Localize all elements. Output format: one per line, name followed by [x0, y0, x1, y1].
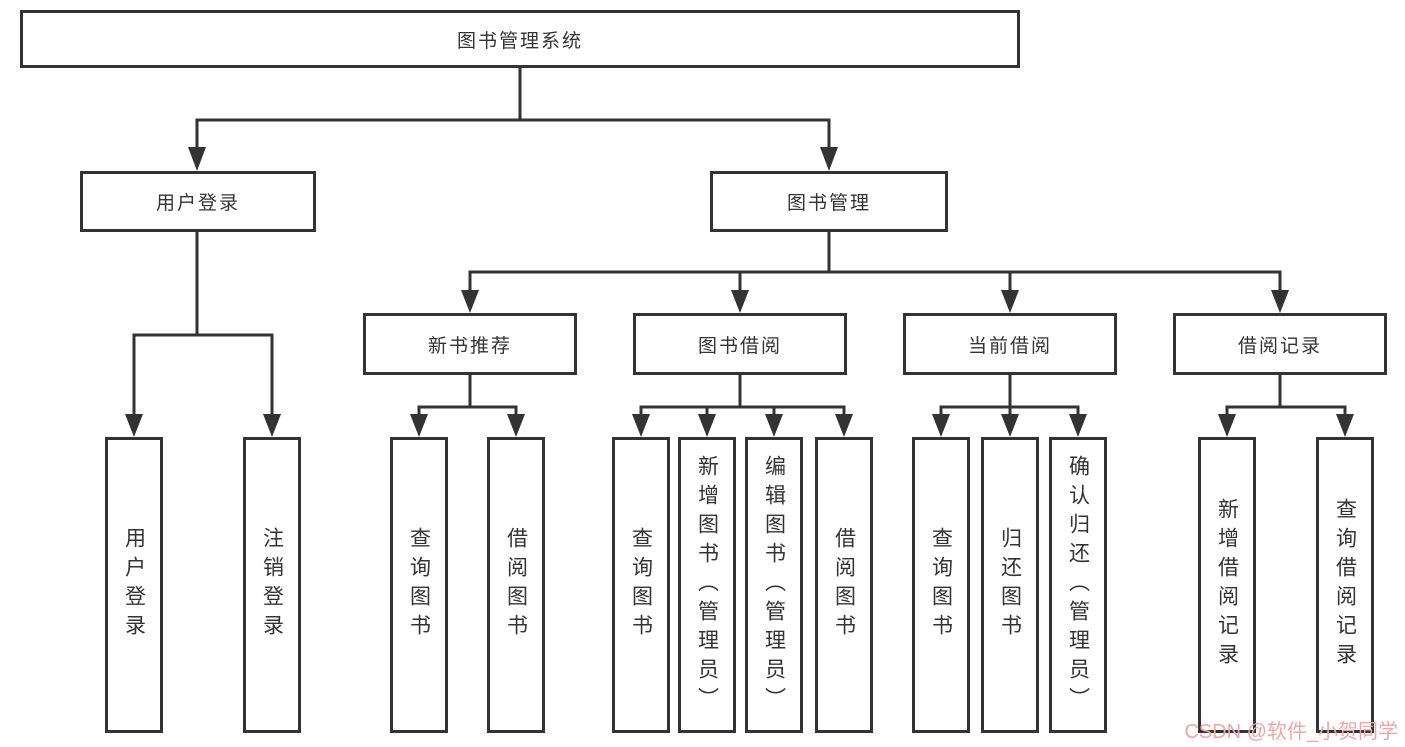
- node-leaf-borrow-query-label: 查询图书: [629, 527, 653, 643]
- node-leaf-borrow-add: 新增图书（管理员）: [678, 437, 736, 733]
- arrowhead: [410, 414, 428, 437]
- node-new-book-recommend-label: 新书推荐: [427, 335, 512, 357]
- node-leaf-borrow-add-label: 新增图书（管理员）: [695, 454, 719, 716]
- arrowhead: [1336, 414, 1354, 437]
- node-current-borrowing-label: 当前借阅: [967, 335, 1052, 357]
- arrowhead: [263, 414, 281, 437]
- arrowhead: [835, 414, 853, 437]
- arrowhead: [820, 147, 838, 171]
- node-book-borrowing: 图书借阅: [633, 313, 847, 375]
- node-leaf-borrow-edit: 编辑图书（管理员）: [745, 437, 803, 733]
- node-leaf-newbook-borrow-label: 借阅图书: [504, 527, 528, 643]
- node-leaf-current-return-label: 归还图书: [998, 527, 1022, 643]
- node-user-login-label: 用户登录: [155, 193, 240, 214]
- node-book-management: 图书管理: [710, 171, 948, 232]
- node-leaf-newbook-query: 查询图书: [390, 437, 448, 733]
- node-user-login: 用户登录: [80, 171, 316, 232]
- node-leaf-records-add-label: 新增借阅记录: [1215, 498, 1239, 672]
- arrowhead: [1069, 414, 1087, 437]
- arrowhead: [932, 414, 950, 437]
- arrowhead: [1001, 414, 1019, 437]
- node-leaf-current-query-label: 查询图书: [929, 527, 953, 643]
- node-leaf-user-login-label: 用户登录: [122, 527, 146, 643]
- node-leaf-newbook-borrow: 借阅图书: [487, 437, 545, 733]
- node-current-borrowing: 当前借阅: [903, 313, 1117, 375]
- node-leaf-borrow-borrow-label: 借阅图书: [832, 527, 856, 643]
- node-leaf-current-confirm: 确认归还（管理员）: [1049, 437, 1107, 733]
- arrowhead: [507, 414, 525, 437]
- csdn-watermark: CSDN @软件_小贺同学: [1184, 721, 1398, 743]
- arrowhead: [1001, 290, 1019, 313]
- node-leaf-current-return: 归还图书: [981, 437, 1039, 733]
- arrowhead: [188, 147, 206, 171]
- node-leaf-logout-label: 注销登录: [260, 527, 284, 643]
- node-leaf-records-query-label: 查询借阅记录: [1333, 498, 1357, 672]
- node-leaf-logout: 注销登录: [243, 437, 301, 733]
- node-leaf-records-add: 新增借阅记录: [1198, 437, 1256, 733]
- node-new-book-recommend: 新书推荐: [363, 313, 577, 375]
- arrowhead: [1271, 290, 1289, 313]
- node-book-management-label: 图书管理: [786, 193, 871, 214]
- arrowhead: [1218, 414, 1236, 437]
- node-leaf-borrow-query: 查询图书: [612, 437, 670, 733]
- node-borrowing-records: 借阅记录: [1173, 313, 1387, 375]
- arrowhead: [632, 414, 650, 437]
- arrowhead: [765, 414, 783, 437]
- arrowhead: [698, 414, 716, 437]
- arrowhead: [125, 414, 143, 437]
- node-leaf-borrow-borrow: 借阅图书: [815, 437, 873, 733]
- arrowhead: [461, 290, 479, 313]
- node-leaf-borrow-edit-label: 编辑图书（管理员）: [762, 454, 786, 716]
- node-root-label: 图书管理系统: [456, 30, 583, 52]
- node-leaf-newbook-query-label: 查询图书: [407, 527, 431, 643]
- node-book-borrowing-label: 图书借阅: [697, 335, 782, 357]
- node-root: 图书管理系统: [20, 10, 1020, 68]
- node-borrowing-records-label: 借阅记录: [1237, 335, 1322, 357]
- arrowhead: [731, 290, 749, 313]
- node-leaf-current-confirm-label: 确认归还（管理员）: [1066, 454, 1090, 716]
- node-leaf-current-query: 查询图书: [912, 437, 970, 733]
- node-leaf-records-query: 查询借阅记录: [1316, 437, 1374, 733]
- node-leaf-user-login: 用户登录: [105, 437, 163, 733]
